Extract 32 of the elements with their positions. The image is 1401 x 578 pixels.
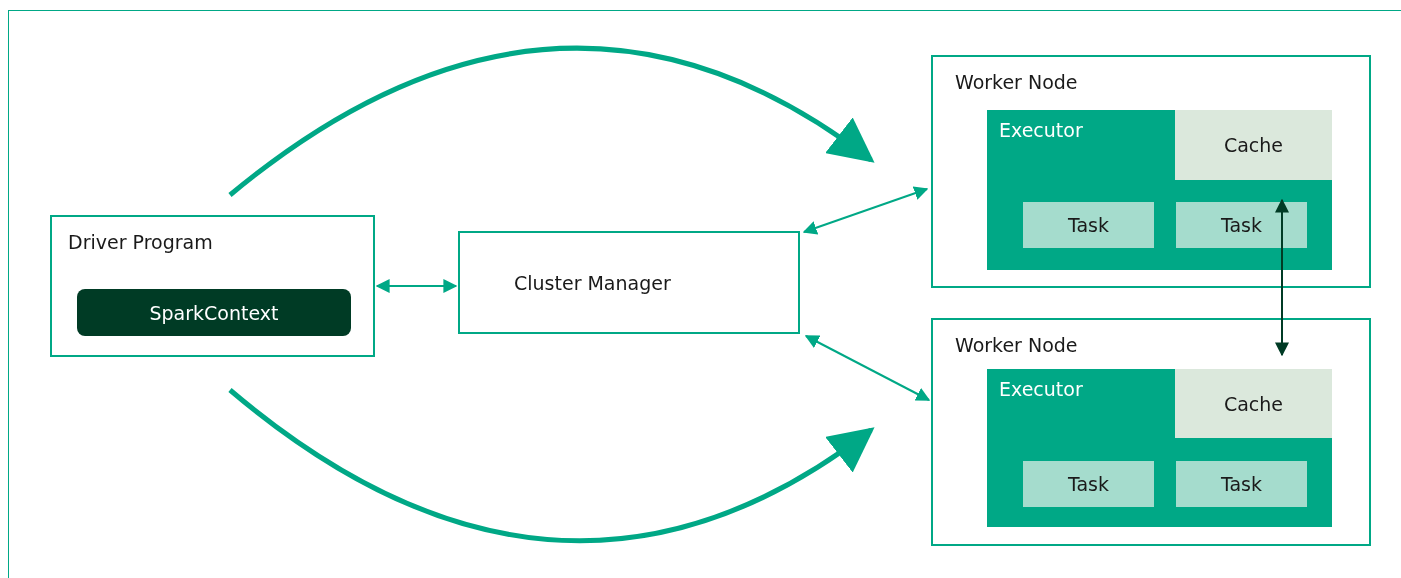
- node-label: Worker Node: [955, 71, 1078, 93]
- task-box: [1176, 461, 1307, 507]
- node-label: Task: [1221, 473, 1262, 495]
- context-box: [77, 289, 351, 336]
- double-arrow: [804, 335, 931, 401]
- double-arrow: [1275, 198, 1289, 357]
- node-label: Task: [1221, 214, 1262, 236]
- curved-arrow: [228, 46, 875, 197]
- double-arrow: [375, 279, 458, 293]
- cache-box: [1175, 369, 1332, 438]
- executor-box: [987, 369, 1332, 527]
- manager-box: [458, 231, 800, 334]
- node-label: Driver Program: [68, 231, 213, 253]
- node-label: Task: [1068, 473, 1109, 495]
- task-box: [1176, 202, 1307, 248]
- task-box: [1023, 461, 1154, 507]
- worker-node-box: [931, 318, 1371, 546]
- task-box: [1023, 202, 1154, 248]
- node-label: Executor: [999, 119, 1083, 141]
- node-label: SparkContext: [149, 301, 279, 324]
- worker-node-box: [931, 55, 1371, 288]
- node-label: Executor: [999, 378, 1083, 400]
- node-label: Cache: [1223, 392, 1284, 415]
- node-label: Cluster Manager: [514, 271, 671, 294]
- curved-arrow: [228, 388, 875, 543]
- executor-box: [987, 110, 1332, 270]
- node-label: Worker Node: [955, 334, 1078, 356]
- double-arrow: [802, 186, 929, 235]
- node-label: Task: [1068, 214, 1109, 236]
- cache-box: [1175, 110, 1332, 180]
- program-box: [50, 215, 375, 357]
- node-label: Cache: [1223, 134, 1284, 156]
